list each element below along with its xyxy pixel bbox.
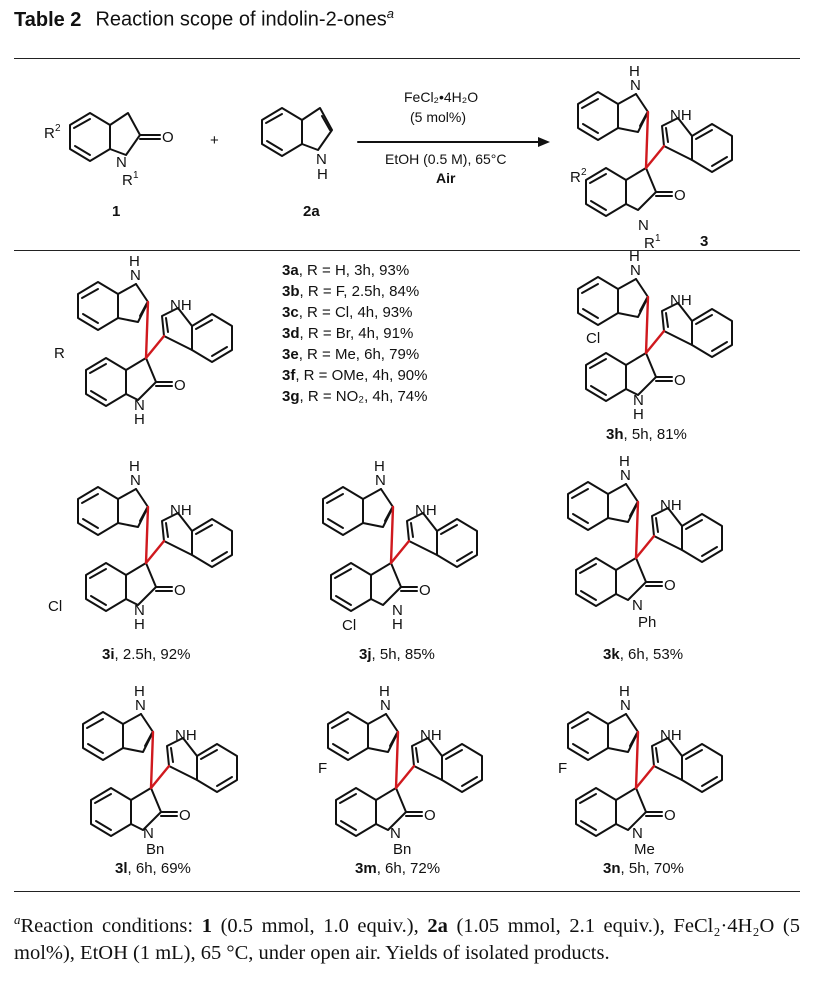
- reactant-2a-structure: N H: [261, 107, 333, 183]
- svg-text:Bn: Bn: [146, 841, 164, 858]
- reaction-arrow: [357, 137, 550, 147]
- svg-text:Cl: Cl: [48, 598, 62, 615]
- svg-text:R: R: [54, 345, 65, 362]
- svg-text:N: N: [638, 217, 649, 234]
- svg-text:1: 1: [133, 170, 139, 181]
- svg-text:Cl: Cl: [342, 617, 356, 634]
- product-3l-structure: N Bn: [81, 681, 239, 858]
- product-3-label: 3: [700, 233, 708, 250]
- bottom-rule: [14, 891, 800, 892]
- svg-text:Bn: Bn: [393, 841, 411, 858]
- svg-text:Cl: Cl: [586, 330, 600, 347]
- svg-text:1: 1: [655, 233, 661, 244]
- top-rule: [14, 58, 800, 59]
- svg-text:N: N: [633, 392, 644, 409]
- product-3h-label: 3h, 5h, 81%: [606, 426, 687, 443]
- product-3m-label: 3m, 6h, 72%: [355, 860, 441, 877]
- table-title: Reaction scope of indolin-2-ones: [95, 8, 387, 31]
- condition-loading: (5 mol%): [410, 109, 466, 125]
- series-row: 3c, R = Cl, 4h, 93%: [282, 304, 413, 321]
- svg-text:F: F: [318, 760, 327, 777]
- svg-text:N: N: [316, 151, 327, 168]
- caption-note-mark: a: [386, 6, 394, 21]
- reactant-2a-label: 2a: [303, 203, 320, 220]
- reactant-1-label: 1: [112, 203, 120, 220]
- condition-solvent: EtOH (0.5 M), 65°C: [385, 151, 507, 167]
- condition-catalyst: FeCl₂•4H₂O: [404, 89, 478, 105]
- svg-text:R: R: [122, 172, 133, 189]
- svg-text:N: N: [143, 825, 154, 842]
- product-3j-structure: NH Cl: [321, 456, 479, 634]
- svg-text:N: N: [392, 602, 403, 619]
- table-footnote: aReaction conditions: 1 (0.5 mmol, 1.0 e…: [14, 912, 800, 964]
- svg-text:O: O: [162, 129, 174, 146]
- series-row: 3f, R = OMe, 4h, 90%: [282, 367, 428, 384]
- svg-text:Me: Me: [634, 841, 655, 858]
- product-3l-label: 3l, 6h, 69%: [115, 860, 191, 877]
- condition-atmosphere: Air: [436, 170, 456, 186]
- series-row: 3g, R = NO₂, 4h, 74%: [282, 388, 428, 405]
- svg-text:H: H: [317, 166, 328, 183]
- svg-text:H: H: [633, 406, 644, 423]
- svg-text:H: H: [392, 616, 403, 633]
- svg-text:R: R: [644, 235, 655, 252]
- svg-text:N: N: [390, 825, 401, 842]
- product-3h-structure: NH Cl: [576, 246, 734, 423]
- product-3a-3g-structure: NH R: [54, 251, 234, 428]
- product-3m-structure: N Bn F: [318, 681, 484, 858]
- product-3n-structure: N Me F: [558, 681, 724, 858]
- table-caption: Table 2 Reaction scope of indolin-2-onesa: [14, 6, 394, 32]
- product-3k-structure: N Ph: [566, 451, 724, 631]
- svg-text:N: N: [134, 397, 145, 414]
- series-row: 3e, R = Me, 6h, 79%: [282, 346, 420, 363]
- svg-text:N: N: [134, 602, 145, 619]
- svg-text:H: H: [134, 411, 145, 428]
- svg-text:H: H: [134, 616, 145, 633]
- svg-text:R: R: [570, 169, 581, 186]
- svg-text:N: N: [632, 825, 643, 842]
- svg-text:2: 2: [55, 123, 61, 134]
- product-3i-label: 3i, 2.5h, 92%: [102, 646, 191, 663]
- table-number: Table 2: [14, 8, 82, 31]
- series-row: 3b, R = F, 2.5h, 84%: [282, 283, 420, 300]
- svg-text:2: 2: [581, 167, 587, 178]
- series-row: 3a, R = H, 3h, 93%: [282, 262, 410, 279]
- r-series-list: 3a, R = H, 3h, 93% 3b, R = F, 2.5h, 84% …: [282, 260, 428, 407]
- svg-text:F: F: [558, 760, 567, 777]
- svg-text:Ph: Ph: [638, 614, 656, 631]
- plus-sign: +: [210, 132, 219, 149]
- product-3n-label: 3n, 5h, 70%: [603, 860, 684, 877]
- series-row: 3d, R = Br, 4h, 91%: [282, 325, 414, 342]
- product-3j-label: 3j, 5h, 85%: [359, 646, 435, 663]
- product-3k-label: 3k, 6h, 53%: [603, 646, 684, 663]
- svg-text:N: N: [116, 154, 127, 171]
- footnote-mark: a: [14, 912, 21, 927]
- svg-text:R: R: [44, 125, 55, 142]
- middle-rule: [14, 250, 800, 251]
- product-3i-structure: NH Cl: [48, 456, 234, 633]
- svg-text:N: N: [632, 597, 643, 614]
